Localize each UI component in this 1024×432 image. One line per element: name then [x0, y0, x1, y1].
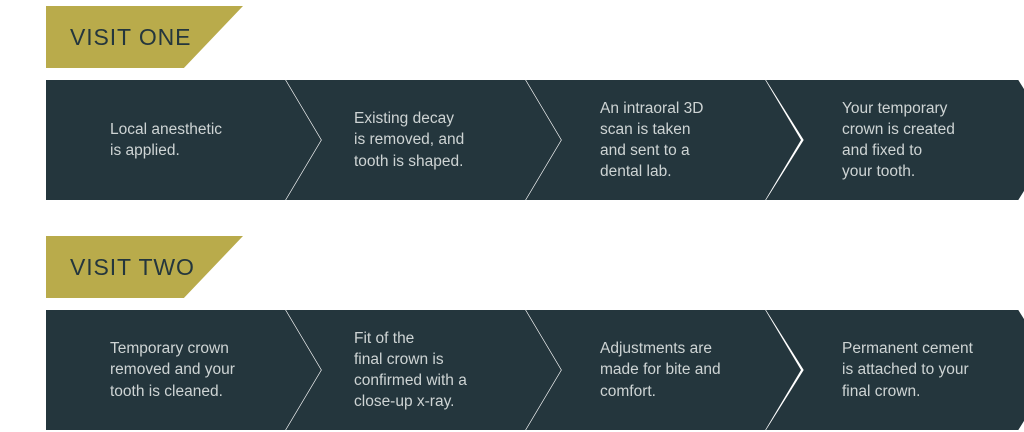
step-chevron: Your temporary crown is created and fixe… — [766, 80, 1024, 200]
step-chevron: Existing decay is removed, and tooth is … — [286, 80, 561, 200]
section-banner-visit-one: VISIT ONE — [46, 6, 243, 68]
section-banner-label: VISIT ONE — [70, 23, 192, 50]
section-banner-label: VISIT TWO — [70, 253, 195, 280]
step-chevron: Fit of the final crown is confirmed with… — [286, 310, 561, 430]
step-chevron: Temporary crown removed and your tooth i… — [46, 310, 321, 430]
step-text: Fit of the final crown is confirmed with… — [354, 329, 467, 411]
step-chevron: Permanent cement is attached to your fin… — [766, 310, 1024, 430]
step-text: Your temporary crown is created and fixe… — [842, 99, 955, 181]
step-text: Existing decay is removed, and tooth is … — [354, 110, 465, 170]
step-text: Local anesthetic is applied. — [110, 120, 223, 159]
step-text: Permanent cement is attached to your fin… — [842, 340, 973, 400]
step-text: Adjustments are made for bite and comfor… — [600, 340, 721, 400]
step-chevron: Local anesthetic is applied. — [46, 80, 321, 200]
step-chevron: Adjustments are made for bite and comfor… — [526, 310, 801, 430]
step-text: Temporary crown removed and your tooth i… — [110, 340, 235, 400]
step-chevron: An intraoral 3D scan is taken and sent t… — [526, 80, 801, 200]
step-text: An intraoral 3D scan is taken and sent t… — [600, 99, 704, 181]
section-banner-visit-two: VISIT TWO — [46, 236, 243, 298]
